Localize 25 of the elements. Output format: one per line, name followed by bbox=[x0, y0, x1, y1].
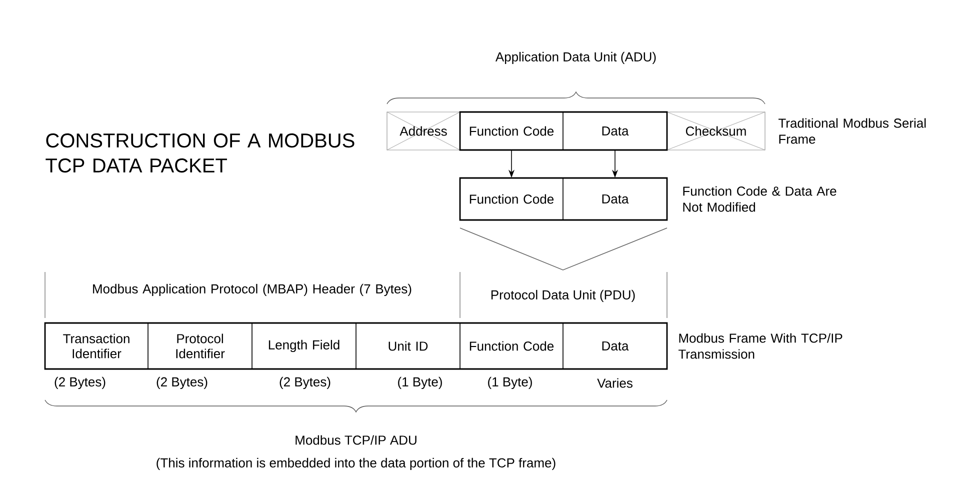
label: Function Code & Data Are Not Modified bbox=[683, 186, 836, 212]
label: Varies bbox=[597, 378, 632, 388]
node-label: Function Code bbox=[470, 194, 554, 204]
crossed-out-field: Address bbox=[386, 112, 460, 150]
frame-field: Data bbox=[562, 178, 668, 220]
frame-field: Protocol Identifier bbox=[148, 322, 252, 370]
title: CONSTRUCTION OF A MODBUS TCP DATA PACKET bbox=[46, 133, 354, 173]
node-label: Transaction Identifier bbox=[63, 334, 130, 358]
label: (2 Bytes) bbox=[280, 376, 330, 390]
label: Protocol Data Unit (PDU) bbox=[491, 290, 635, 302]
frame-field: Data bbox=[562, 112, 668, 150]
frame-field: Data bbox=[562, 322, 668, 370]
frame-field: Unit ID bbox=[356, 322, 460, 370]
label: Modbus TCP/IP ADU bbox=[296, 435, 416, 445]
label: (2 Bytes) bbox=[156, 376, 208, 390]
label: (This information is embedded into the data portion of the TCP frame) bbox=[156, 458, 556, 470]
crossed-out-field: Checksum bbox=[666, 112, 766, 150]
frame-field: Length Field bbox=[252, 322, 356, 370]
label: (1 Byte) bbox=[398, 376, 442, 390]
label: Application Data Unit (ADU) bbox=[495, 52, 656, 64]
node-label: Function Code bbox=[470, 126, 554, 136]
label: Traditional Modbus Serial Frame bbox=[778, 118, 926, 144]
label: (1 Byte) bbox=[488, 376, 532, 390]
frame-field: Function Code bbox=[460, 322, 564, 370]
label: Modbus Application Protocol (MBAP) Header (7 Bytes) bbox=[93, 284, 412, 296]
